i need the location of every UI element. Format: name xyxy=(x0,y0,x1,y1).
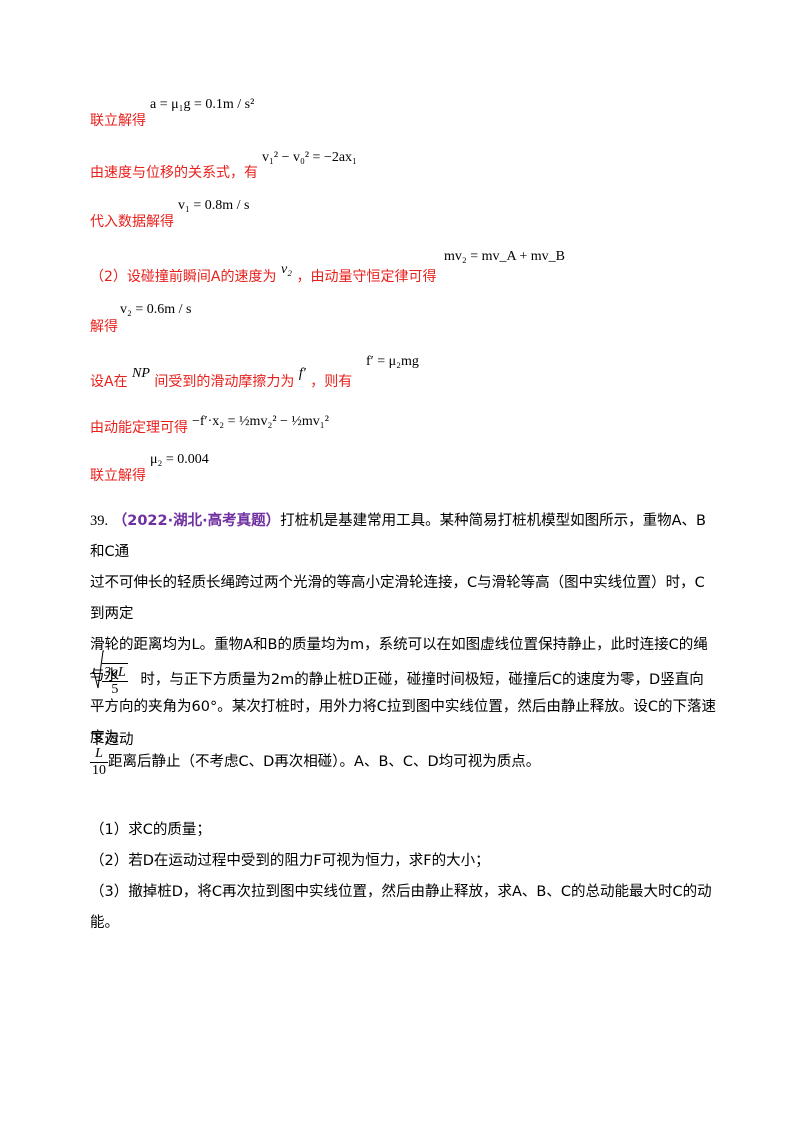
formula-work-energy: −f′·x₂ = ½mv₂² − ½mv₁² xyxy=(192,414,329,429)
question-line: 打桩机是基建常用工具。某种简易打桩机模型如图所示，重物A、B和C通 xyxy=(90,513,706,560)
variable-np: NP xyxy=(132,366,150,381)
question-line: 时，与正下方质量为2m的静止桩D正碰，碰撞时间极短，碰撞后C的速度为零，D竖直向… xyxy=(90,672,704,748)
fraction-numerator: 3gL xyxy=(102,665,128,683)
step-label: 由速度与位移的关系式，有 xyxy=(90,165,258,181)
step-label: 由动能定理可得 xyxy=(90,420,188,436)
formula-v1: v₁ = 0.8m / s xyxy=(178,198,250,213)
question-line: 距离后静止（不考虑C、D再次相碰）。A、B、C、D均可视为质点。 xyxy=(108,754,541,770)
step-label-part: 设A在 xyxy=(90,374,128,390)
step-label: 联立解得 xyxy=(90,113,146,129)
fraction-numerator: L xyxy=(90,746,108,763)
question-line: 滑轮的距离均为L。重物A和B的质量均为m，系统可以在如图虚线位置保持静止，此时连… xyxy=(90,637,708,684)
sqrt-fraction: 3gL 5 xyxy=(102,663,128,698)
question-text: 39. （2022·湖北·高考真题）打桩机是基建常用工具。某种简易打桩机模型如图… xyxy=(90,506,716,754)
fraction-denominator: 10 xyxy=(92,762,106,778)
step-label-part: ，则有 xyxy=(310,374,353,390)
formula-mu2: μ₂ = 0.004 xyxy=(150,452,209,467)
formula-v2: v₂ = 0.6m / s xyxy=(120,302,192,317)
step-label: 代入数据解得 xyxy=(90,214,174,230)
question-line: 平方向的夹角为60°。某次打桩时，用外力将C拉到图中实线位置，然后由静止释放。设… xyxy=(90,699,716,746)
step-label: 联立解得 xyxy=(90,468,146,484)
sub-question: （2）若D在运动过程中受到的阻力F可视为恒力，求F的大小； xyxy=(90,853,490,869)
question-source: （2022·湖北·高考真题） xyxy=(112,513,281,529)
formula-momentum: mv₂ = mv_A + mv_B xyxy=(444,249,566,264)
variable-f-prime: f′ xyxy=(298,366,306,381)
sub-question: （3）撤掉桩D，将C再次拉到图中实线位置，然后由静止释放，求A、B、C的总动能最… xyxy=(90,884,712,931)
sqrt-sign xyxy=(90,650,104,689)
formula-velocity-displacement: v₁² − v₀² = −2ax₁ xyxy=(262,150,357,165)
step-label: 设A在 NP 间受到的滑动摩擦力为 f′ ，则有 xyxy=(90,366,352,391)
question-number: 39. xyxy=(90,513,109,529)
question-text: 3gL 5 时，与正下方质量为2m的静止桩D正碰，碰撞时间极短，碰撞后C的速度为… xyxy=(90,650,716,748)
step-label-part: （2）设碰撞前瞬间A的速度为 xyxy=(90,269,277,285)
step-label: （2）设碰撞前瞬间A的速度为 v₂ ，由动量守恒定律可得 xyxy=(90,262,436,286)
sqrt-expression: 3gL 5 xyxy=(90,650,128,710)
sub-question: （1）求C的质量； xyxy=(90,822,211,838)
fraction-denominator: 5 xyxy=(111,682,119,698)
variable-v2: v₂ xyxy=(280,262,293,277)
sub-questions: （1）求C的质量； （2）若D在运动过程中受到的阻力F可视为恒力，求F的大小； … xyxy=(90,815,716,939)
formula-acceleration: a = μ₁g = 0.1m / s² xyxy=(150,97,255,112)
step-label-part: ，由动量守恒定律可得 xyxy=(296,269,437,285)
formula-friction: f′ = μ₂mg xyxy=(366,354,419,369)
fraction-l-over-10: L 10 xyxy=(90,746,108,779)
step-label: 解得 xyxy=(90,319,118,335)
question-line: 过不可伸长的轻质长绳跨过两个光滑的等高小定滑轮连接，C与滑轮等高（图中实线位置）… xyxy=(90,575,705,622)
question-text: L 10 距离后静止（不考虑C、D再次相碰）。A、B、C、D均可视为质点。 xyxy=(90,740,716,784)
step-label-part: 间受到的滑动摩擦力为 xyxy=(154,374,295,390)
